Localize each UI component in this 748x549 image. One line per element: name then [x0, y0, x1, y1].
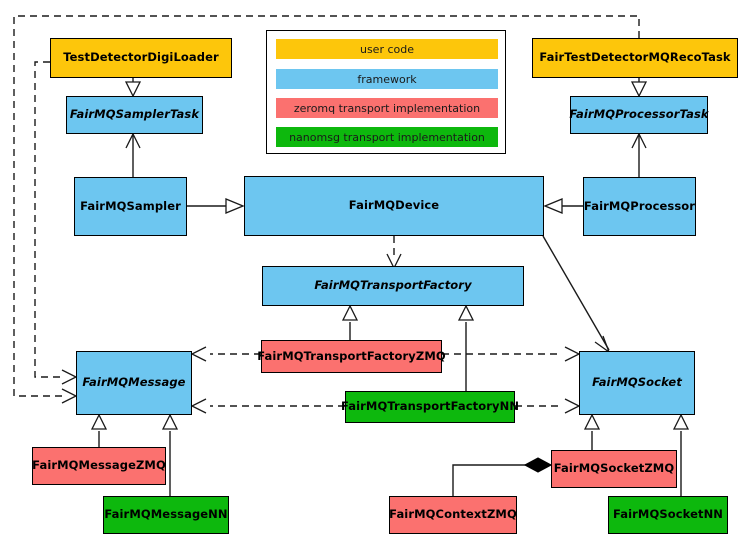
open-arrowhead [190, 398, 207, 414]
node-label: FairMQProcessor [583, 198, 696, 213]
node-fairmq-sampler[interactable]: FairMQSampler [74, 177, 187, 236]
generalization-arrowhead [672, 413, 690, 430]
generalization-arrowhead [124, 81, 142, 98]
node-label: FairMQContextZMQ [389, 507, 517, 522]
node-fair-test-detector-mq-reco-task[interactable]: FairTestDetectorMQRecoTask [532, 38, 738, 78]
node-fairmq-socket-nn[interactable]: FairMQSocketNN [608, 496, 728, 534]
node-label: FairMQSocketZMQ [553, 461, 675, 476]
generalization-arrowhead [583, 413, 601, 430]
legend-panel: user code framework zeromq transport imp… [266, 30, 506, 154]
node-fairmq-socket[interactable]: FairMQSocket [579, 351, 695, 415]
node-label: FairMQMessageNN [104, 507, 228, 522]
legend-label: framework [357, 72, 417, 86]
node-label: FairMQSocketNN [612, 507, 724, 522]
open-arrowhead [564, 398, 581, 414]
node-fairmq-socket-zmq[interactable]: FairMQSocketZMQ [551, 450, 677, 488]
open-arrowhead [594, 335, 611, 354]
legend-item-zeromq: zeromq transport implementation [276, 98, 498, 118]
node-fairmq-sampler-task[interactable]: FairMQSamplerTask [66, 96, 203, 134]
node-label: FairMQSamplerTask [69, 107, 200, 122]
open-arrowhead [61, 369, 78, 385]
generalization-arrowhead [543, 198, 563, 214]
node-label: FairMQTransportFactoryNN [340, 399, 520, 414]
legend-label: zeromq transport implementation [293, 101, 481, 115]
node-fairmq-device[interactable]: FairMQDevice [244, 176, 544, 236]
legend-item-user-code: user code [276, 39, 498, 59]
node-fairmq-message-zmq[interactable]: FairMQMessageZMQ [32, 447, 166, 485]
node-label: FairMQMessage [82, 375, 186, 390]
edge-digiloader-message [34, 61, 62, 378]
node-fairmq-processor-task[interactable]: FairMQProcessorTask [569, 96, 709, 134]
generalization-arrowhead [161, 413, 179, 430]
node-label: FairMQTransportFactory [314, 278, 472, 293]
generalization-arrowhead [341, 304, 359, 321]
open-arrowhead [631, 132, 647, 149]
node-fairmq-message-nn[interactable]: FairMQMessageNN [103, 496, 229, 534]
edge-device-socket [542, 235, 610, 351]
node-test-detector-digi-loader[interactable]: TestDetectorDigiLoader [50, 38, 232, 78]
node-label: FairTestDetectorMQRecoTask [539, 50, 731, 65]
legend-item-nanomsg: nanomsg transport implementation [276, 127, 498, 147]
node-fairmq-transport-factory[interactable]: FairMQTransportFactory [262, 266, 524, 306]
node-fairmq-transport-factory-nn[interactable]: FairMQTransportFactoryNN [341, 391, 519, 423]
open-arrowhead [190, 346, 207, 362]
open-arrowhead [61, 388, 78, 404]
open-arrowhead [564, 346, 581, 362]
node-label: TestDetectorDigiLoader [63, 50, 219, 65]
generalization-arrowhead [90, 413, 108, 430]
generalization-arrowhead [225, 198, 245, 214]
node-label: FairMQTransportFactoryZMQ [257, 348, 446, 363]
node-fairmq-transport-factory-zmq[interactable]: FairMQTransportFactoryZMQ [257, 340, 446, 373]
generalization-arrowhead [457, 304, 475, 321]
node-fairmq-processor[interactable]: FairMQProcessor [583, 177, 696, 236]
composition-diamond [523, 457, 553, 473]
open-arrowhead [125, 132, 141, 149]
node-label: FairMQProcessorTask [569, 107, 709, 122]
legend-item-framework: framework [276, 69, 498, 89]
node-fairmq-context-zmq[interactable]: FairMQContextZMQ [389, 496, 517, 534]
legend-label: user code [359, 42, 415, 56]
edge-contextzmq-socketzmq [452, 464, 532, 496]
generalization-arrowhead [630, 81, 648, 98]
node-label: FairMQMessageZMQ [32, 458, 166, 473]
legend-label: nanomsg transport implementation [289, 130, 485, 144]
node-label: FairMQSampler [80, 198, 181, 213]
node-fairmq-message[interactable]: FairMQMessage [76, 351, 192, 415]
node-label: FairMQSocket [592, 375, 682, 390]
node-label: FairMQDevice [348, 198, 440, 213]
